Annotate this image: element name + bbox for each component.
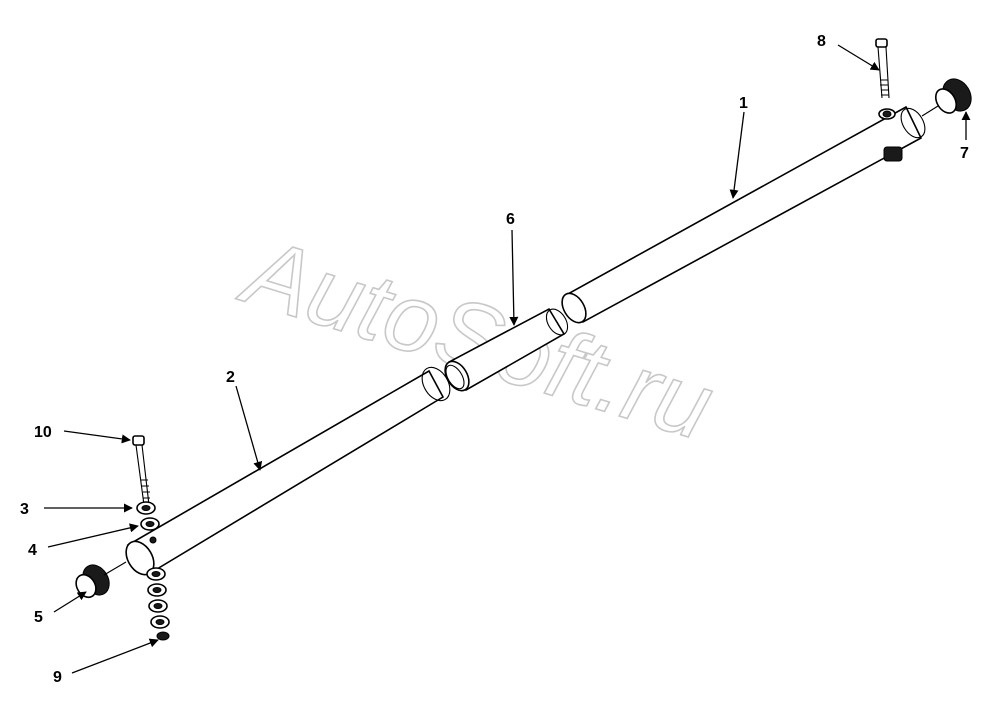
callout-8: 8	[817, 33, 826, 50]
callout-10: 10	[34, 424, 52, 441]
leader-8	[837, 44, 880, 71]
callout-5: 5	[34, 609, 43, 626]
leader-2	[235, 385, 263, 471]
leader-6	[509, 229, 519, 326]
end-cap-right	[921, 78, 972, 117]
leader-10	[63, 430, 131, 444]
leader-4	[47, 523, 139, 548]
tube-right	[561, 105, 926, 324]
washer-stack-lower	[146, 567, 170, 641]
callout-1: 1	[739, 95, 748, 112]
bolt-top	[875, 38, 890, 99]
callout-7: 7	[960, 145, 969, 162]
callout-2: 2	[226, 369, 235, 386]
callout-6: 6	[506, 211, 515, 228]
end-cap-left	[75, 561, 127, 599]
washers-upper	[136, 501, 160, 531]
leader-5	[53, 591, 87, 613]
callout-4: 4	[28, 542, 37, 559]
tube-left	[125, 366, 451, 576]
coupling-sleeve	[444, 307, 569, 392]
leader-9	[71, 638, 159, 674]
callout-3: 3	[20, 501, 29, 518]
leader-1	[729, 111, 745, 199]
bolt-left	[132, 435, 150, 506]
callout-9: 9	[53, 669, 62, 686]
